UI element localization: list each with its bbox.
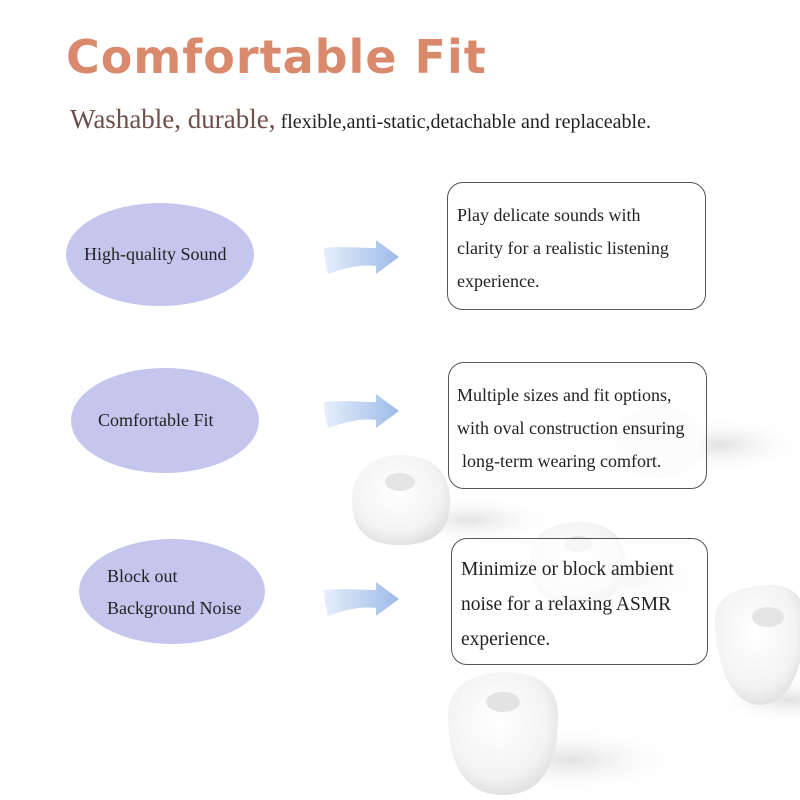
description-line: experience. (461, 629, 551, 650)
feature-label: Block out (107, 565, 178, 586)
feature-label: Background Noise (107, 597, 242, 618)
feature-label: High-quality Sound (84, 244, 227, 264)
page-subtitle: Washable, durable, flexible,anti-static,… (70, 104, 651, 135)
feature-oval-comfortable-fit: Comfortable Fit (71, 368, 259, 473)
description-line: noise for a relaxing ASMR (461, 594, 672, 615)
arrow-icon (324, 582, 399, 616)
feature-label: Comfortable Fit (98, 410, 214, 430)
description-line: long-term wearing comfort. (462, 451, 662, 471)
feature-oval-high-quality-sound: High-quality Sound (66, 203, 254, 306)
description-line: with oval construction ensuring (457, 418, 685, 438)
page-title: Comfortable Fit (66, 30, 487, 84)
description-line: experience. (457, 271, 540, 291)
description-line: clarity for a realistic listening (457, 238, 669, 258)
feature-description-box: Play delicate sounds with clarity for a … (447, 182, 706, 310)
description-line: Minimize or block ambient (461, 559, 674, 580)
description-line: Multiple sizes and fit options, (457, 385, 672, 405)
subtitle-part2: flexible,anti-static,detachable and repl… (280, 111, 651, 133)
subtitle-part1: Washable, durable, (70, 104, 276, 134)
feature-description-box: Multiple sizes and fit options, with ova… (448, 362, 707, 489)
arrow-icon (324, 240, 399, 274)
description-line: Play delicate sounds with (457, 205, 641, 225)
feature-oval-block-out-noise: Block out Background Noise (79, 539, 265, 644)
arrow-icon (324, 394, 399, 428)
feature-description-box: Minimize or block ambient noise for a re… (451, 538, 708, 665)
